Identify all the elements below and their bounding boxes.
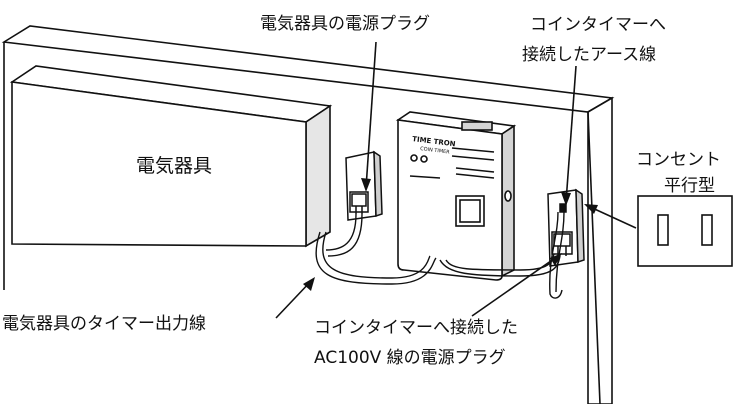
cables: [315, 211, 565, 299]
label-appliance: 電気器具: [136, 155, 212, 177]
outlet-symbol: [637, 195, 733, 267]
wall-board: [1, 25, 615, 404]
label-outlet-1: コンセント: [636, 150, 721, 170]
label-ac-plug-2: AC100V 線の電源プラグ: [314, 348, 506, 368]
timer-model-text: COIN TIMER: [420, 146, 451, 156]
leader-lines: [275, 41, 637, 319]
appliance-box: [9, 65, 333, 248]
label-earth-line-1: コインタイマーへ: [530, 15, 666, 35]
coin-timer: [395, 111, 517, 281]
label-outlet-2: 平行型: [664, 176, 715, 196]
left-outlet: [345, 150, 383, 221]
label-earth-line-2: 接続したアース線: [522, 45, 656, 65]
label-appliance-plug: 電気器具の電源プラグ: [260, 14, 430, 34]
arrow-heads: [303, 178, 598, 291]
label-timer-output: 電気器具のタイマー出力線: [2, 314, 206, 334]
label-ac-plug-1: コインタイマーへ接続した: [314, 318, 518, 338]
